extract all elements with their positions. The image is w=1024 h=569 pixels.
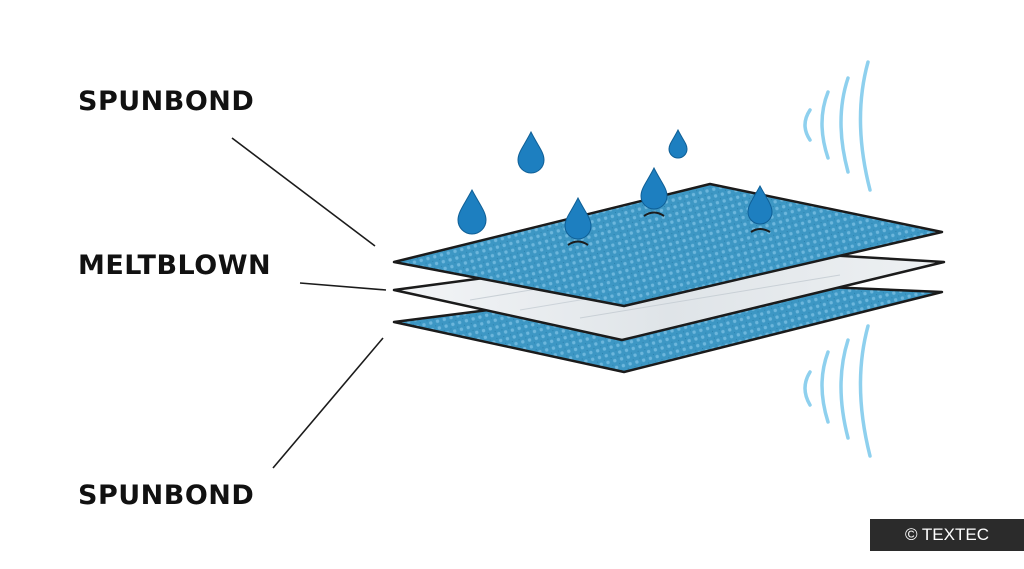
water-droplet-icon bbox=[564, 196, 592, 246]
label-meltblown: MELTBLOWN bbox=[78, 250, 272, 281]
label-bottom-spunbond: SPUNBOND bbox=[78, 480, 255, 511]
leader-line-middle bbox=[299, 282, 387, 291]
copyright-badge: © TEXTEC bbox=[870, 519, 1024, 551]
leader-line-top bbox=[231, 137, 376, 247]
leader-line-bottom bbox=[272, 337, 384, 469]
water-droplet-icon bbox=[640, 166, 668, 217]
label-top-spunbond: SPUNBOND bbox=[78, 86, 255, 117]
water-droplet-icon bbox=[668, 128, 688, 159]
top-spunbond-sheet bbox=[392, 182, 944, 308]
airflow-icon bbox=[803, 60, 872, 192]
water-droplet-icon bbox=[747, 184, 773, 233]
water-droplet-icon bbox=[517, 130, 545, 174]
water-droplet-icon bbox=[457, 188, 487, 235]
airflow-icon bbox=[803, 324, 872, 458]
